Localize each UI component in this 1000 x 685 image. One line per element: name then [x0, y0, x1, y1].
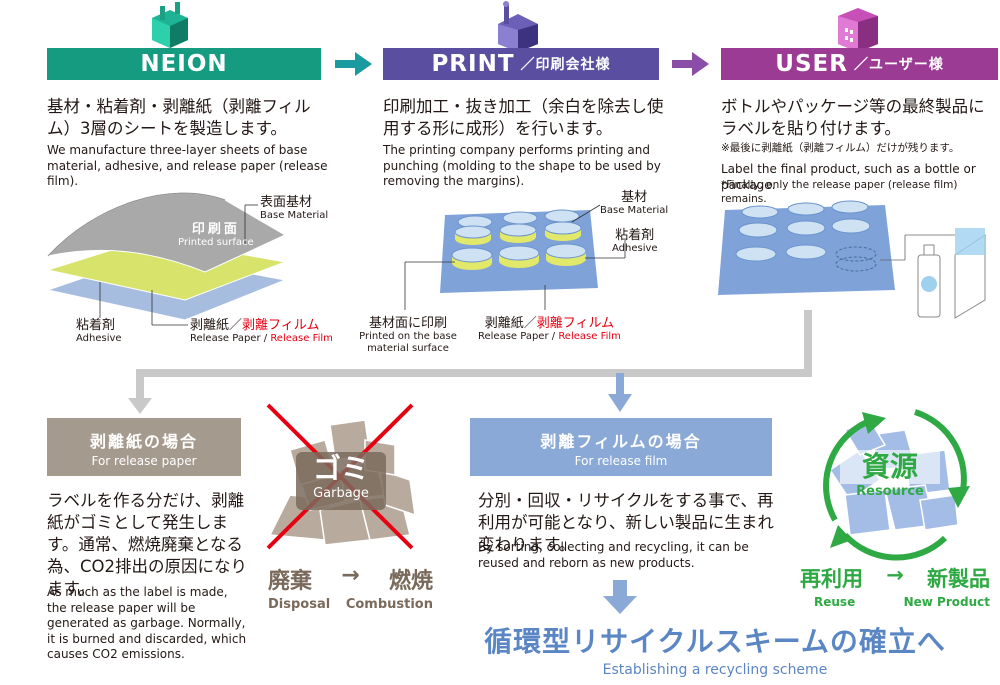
user-header: USER ／ユーザー様 — [721, 48, 998, 80]
print-header: PRINT ／印刷会社様 — [383, 48, 659, 80]
user-description-jp: ボトルやパッケージ等の最終製品にラベルを貼り付けます。 — [721, 97, 985, 138]
release-paper-label: 剥離紙／剥離フィルム Release Paper / Release Film — [190, 318, 333, 344]
film-case-description-en: By sorting, collecting and recycling, it… — [478, 540, 749, 570]
user-title: USER — [775, 51, 848, 77]
adhesive-label: 粘着剤 Adhesive — [76, 318, 122, 344]
neion-description-en: We manufacture three-layer sheets of bas… — [47, 143, 328, 188]
neion-description-jp: 基材・粘着剤・剥離紙（剥離フィルム）3層のシートを製造します。 — [47, 97, 311, 138]
disposal-combustion: 廃棄 → 燃焼 Disposal Combustion — [268, 563, 433, 612]
arrow-right-icon — [672, 52, 709, 76]
final-product-illustration — [718, 200, 986, 319]
print-release-label: 剥離紙／剥離フィルム Release Paper / Release Film — [478, 316, 621, 342]
print-base-label: 基材 Base Material — [600, 190, 669, 216]
neion-title: NEION — [140, 51, 228, 77]
print-subtitle: ／印刷会社様 — [520, 57, 611, 73]
arrow-down-icon — [603, 580, 637, 614]
print-description-en: The printing company performs printing a… — [383, 143, 661, 188]
three-layer-sheet-illustration — [46, 192, 287, 326]
printed-labels-sheet-illustration — [404, 204, 626, 310]
reuse-new-product: 再利用 → 新製品 Reuse New Product — [800, 563, 990, 609]
user-description-en: Label the final product, such as a bottl… — [721, 162, 976, 192]
neion-header: NEION — [47, 48, 321, 80]
arrow-right-icon — [335, 52, 372, 76]
printed-surface-label: 印刷面 Printed surface — [178, 222, 254, 248]
garbage-pile-illustration — [266, 403, 416, 550]
print-description-jp: 印刷加工・抜き加工（余白を除去し使用する形に成形）を行います。 — [383, 97, 664, 138]
user-note-jp: ※最後に剥離紙（剥離フィルム）だけが残ります。 — [721, 142, 960, 154]
print-adhesive-label: 粘着剤 Adhesive — [612, 228, 658, 254]
resource-label: 資源 Resource — [840, 450, 940, 499]
paper-case-header: 剥離紙の場合 For release paper — [47, 418, 241, 476]
footer: 循環型リサイクルスキームの確立へ Establishing a recyclin… — [430, 620, 1000, 678]
film-case-description-jp: 分別・回収・リサイクルをする事で、再利用が可能となり、新しい製品に生まれ変わりま… — [478, 491, 774, 554]
base-material-label: 表面基材 Base Material — [260, 195, 329, 221]
printing-factory-icon — [498, 1, 538, 52]
footer-title: 循環型リサイクルスキームの確立へ — [484, 625, 946, 658]
paper-case-description-en: As much as the label is made, the releas… — [47, 585, 247, 661]
user-subtitle: ／ユーザー様 — [853, 57, 944, 73]
film-case-header: 剥離フィルムの場合 For release film — [470, 418, 772, 476]
flow-connector — [128, 310, 812, 414]
garbage-label: ゴミ Garbage — [312, 452, 369, 501]
print-title: PRINT — [431, 51, 515, 77]
printed-base-label: 基材面に印刷 Printed on the base material surf… — [359, 316, 457, 354]
paper-case-description-jp: ラベルを作る分だけ、剥離紙がゴミとして発生します。通常、燃焼廃棄となる為、CO2… — [47, 491, 248, 598]
footer-subtitle: Establishing a recycling scheme — [602, 662, 828, 678]
factory-icon — [152, 2, 188, 48]
user-note-en: *Finally, only the release paper (releas… — [721, 179, 958, 205]
building-icon — [838, 8, 878, 52]
